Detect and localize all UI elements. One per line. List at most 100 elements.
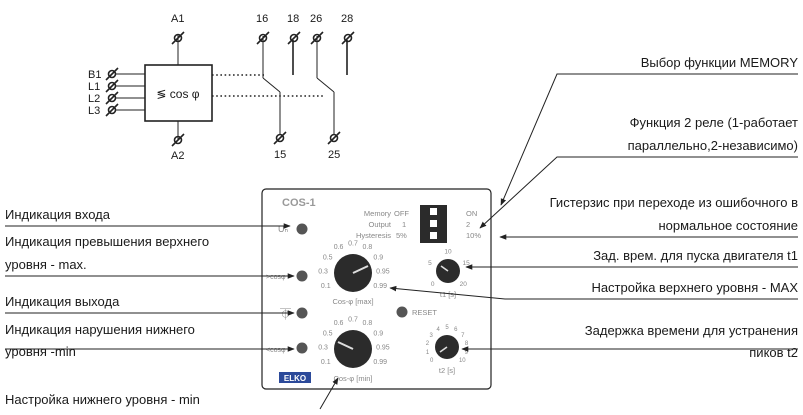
scale-label: 8 <box>465 341 469 347</box>
scale-label: 0.95 <box>376 345 390 352</box>
callout-max-setting: Настройка верхнего уровня - MAX <box>591 280 798 295</box>
scale-label: 9 <box>465 350 469 356</box>
terminal-a2 <box>171 133 185 147</box>
output-label: Output <box>368 220 391 229</box>
cos-min-scale: 0.10.30.50.60.70.80.90.950.99 <box>318 316 390 366</box>
dip-switch-2[interactable] <box>430 220 437 227</box>
module-label: ≶ cos φ <box>156 87 199 101</box>
scale-label: 0.9 <box>373 330 383 337</box>
scale-label: 0.3 <box>318 269 328 276</box>
scale-label: 3 <box>430 333 434 339</box>
t1-knob-pointer <box>440 265 449 272</box>
cos-max-scale: 0.10.30.50.60.70.80.90.950.99 <box>318 240 390 290</box>
scale-label: 0.8 <box>363 320 373 327</box>
hysteresis-label: Hysteresis <box>356 231 391 240</box>
cos-max-knob-pointer <box>352 265 369 274</box>
panel-title: COS-1 <box>282 197 316 209</box>
callout-hysteresis-line2: нормальное состояние <box>658 218 798 233</box>
right-callouts: Выбор функции MEMORY Функция 2 реле (1-р… <box>550 55 799 360</box>
callout-relay-function-line2: параллельно,2-независимо) <box>628 138 798 153</box>
dip-switch-1[interactable] <box>430 208 437 215</box>
scale-label: 0 <box>430 358 434 364</box>
relay-contact-2 <box>310 31 355 145</box>
terminal-a1 <box>171 31 185 45</box>
scale-label: 0.99 <box>373 359 387 366</box>
callout-relay-function-line1: Функция 2 реле (1-работает <box>630 115 798 130</box>
wiring-schematic: ≶ cos φ A1 A2 B1 <box>88 13 355 162</box>
cos-max-knob-label: Cos-φ [max] <box>332 297 373 306</box>
terminal-16-label: 16 <box>256 13 268 25</box>
callout-hysteresis-line1: Гистерзис при переходе из ошибочного в <box>550 195 798 210</box>
terminal-b1-label: B1 <box>88 69 101 81</box>
brand-text: ELKO <box>284 374 306 383</box>
scale-label: 1 <box>426 350 430 356</box>
scale-label: 0.7 <box>348 240 358 247</box>
dip-switch[interactable] <box>420 205 447 243</box>
scale-label: 5 <box>428 260 432 267</box>
device-front-panel: COS-1 Uₙ >cosφ ⏁ <cosφ Memory OFF Output… <box>261 188 492 390</box>
callout-t1-delay: Зад. врем. для пуска двигателя t1 <box>593 248 798 263</box>
t1-knob-label: t1 [s] <box>440 290 456 299</box>
scale-label: 0.3 <box>318 345 328 352</box>
t2-knob-label: t2 [s] <box>439 366 455 375</box>
gt-cos-label: >cosφ <box>266 274 286 281</box>
scale-label: 0.95 <box>376 269 390 276</box>
terminal-l2 <box>105 91 145 105</box>
scale-label: 7 <box>461 333 465 339</box>
scale-label: 0.8 <box>363 244 373 251</box>
lt-cos-label: <cosφ <box>266 347 286 354</box>
terminal-a2-label: A2 <box>171 150 184 162</box>
output-2-label: 2 <box>466 220 470 229</box>
callout-memory-function: Выбор функции MEMORY <box>641 55 799 70</box>
scale-label: 4 <box>437 327 441 333</box>
scale-label: 2 <box>426 341 430 347</box>
memory-label: Memory <box>364 209 391 218</box>
terminal-18-label: 18 <box>287 13 299 25</box>
min-led <box>296 342 308 354</box>
reset-label: RESET <box>412 308 437 317</box>
scale-label: 5 <box>445 325 449 331</box>
terminal-l2-label: L2 <box>88 93 100 105</box>
scale-label: 15 <box>462 260 470 267</box>
cos-min-knob-label: Cos-φ [min] <box>333 374 372 383</box>
scale-label: 0.1 <box>321 283 331 290</box>
callout-input-indication: Индикация входа <box>5 207 111 222</box>
reset-button[interactable] <box>396 306 408 318</box>
callout-lines <box>5 73 798 410</box>
scale-label: 0.5 <box>323 330 333 337</box>
terminal-25-label: 25 <box>328 149 340 161</box>
brand-logo <box>279 372 311 383</box>
callout-min-indication-line2: уровня -min <box>5 344 76 359</box>
callout-min-setting: Настройка нижнего уровня - min <box>5 392 200 407</box>
dip-switch-3[interactable] <box>430 232 437 239</box>
terminal-l3-label: L3 <box>88 105 100 117</box>
left-callouts: Индикация входа Индикация превышения вер… <box>5 207 209 407</box>
input-led <box>296 223 308 235</box>
output-led <box>296 307 308 319</box>
scale-label: 0.6 <box>334 244 344 251</box>
scale-label: 10 <box>459 358 466 364</box>
terminal-l3 <box>105 103 145 117</box>
terminal-15-label: 15 <box>274 149 286 161</box>
callout-max-indication-line2: уровня - max. <box>5 257 87 272</box>
callout-t2-delay-line1: Задержка времени для устранения <box>585 323 798 338</box>
scale-label: 0.5 <box>323 254 333 261</box>
hysteresis-10-label: 10% <box>466 231 481 240</box>
terminal-a1-label: A1 <box>171 13 184 25</box>
terminal-l1-label: L1 <box>88 81 100 93</box>
output-1-label: 1 <box>402 220 406 229</box>
terminal-b1 <box>105 67 145 81</box>
scale-label: 6 <box>454 327 458 333</box>
scale-label: 0.1 <box>321 359 331 366</box>
relay-contact-1 <box>256 31 301 145</box>
callout-min-indication-line1: Индикация нарушения нижнего <box>5 322 195 337</box>
callout-max-indication-line1: Индикация превышения верхнего <box>5 234 209 249</box>
scale-label: 10 <box>444 248 452 255</box>
terminal-l1 <box>105 79 145 93</box>
memory-off-label: OFF <box>394 209 409 218</box>
terminal-26-label: 26 <box>310 13 322 25</box>
t2-knob-pointer <box>439 346 448 353</box>
output-symbol: ⏁ <box>280 307 291 321</box>
